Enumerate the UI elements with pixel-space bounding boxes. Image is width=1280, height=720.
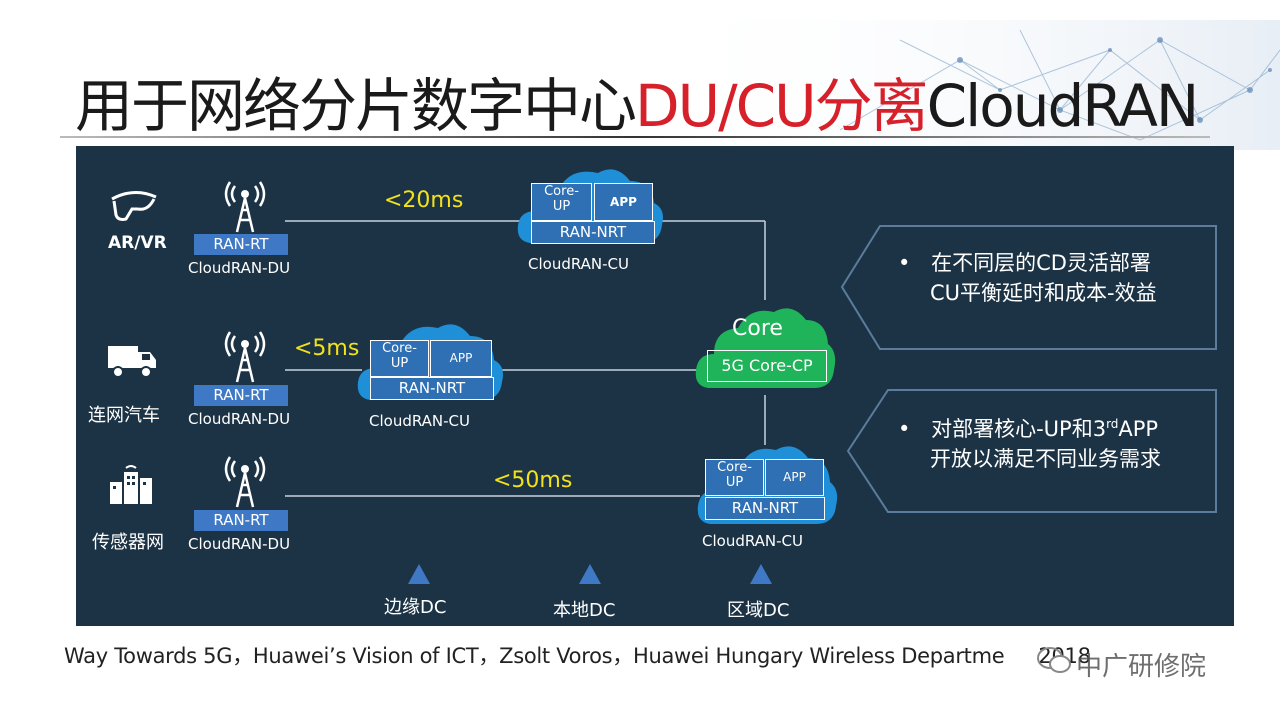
title-part2: DU/CU分离 — [635, 72, 929, 140]
latency-label: <20ms — [384, 188, 464, 213]
cu-label: CloudRAN-CU — [369, 412, 471, 430]
watermark-text: 中广研修院 — [1076, 652, 1207, 682]
latency-label: <50ms — [493, 468, 573, 493]
info-sup: rd — [1106, 417, 1119, 431]
du-label: CloudRAN-DU — [188, 259, 291, 277]
ran-nrt-box: RAN-NRT — [370, 377, 494, 400]
core-title: Core — [732, 316, 783, 341]
ran-rt-box: RAN-RT — [194, 510, 288, 531]
app-box: APP — [430, 340, 492, 377]
network-decoration — [640, 20, 1280, 150]
page-title: 用于网络分片数字中心DU/CU分离CloudRAN — [75, 68, 1200, 144]
du-label: CloudRAN-DU — [188, 535, 291, 553]
bullet: • — [898, 417, 911, 441]
info-box-2: • 对部署核心-UP和3rdAPP 开放以满足不同业务需求 — [898, 409, 1161, 474]
core-up-box: Core- UP — [370, 340, 429, 377]
ran-rt-box: RAN-RT — [194, 385, 288, 406]
core-cp-box: 5G Core-CP — [707, 350, 827, 382]
info-line: APP — [1118, 417, 1159, 441]
antenna-icon — [224, 331, 266, 383]
info-line: 开放以满足不同业务需求 — [930, 447, 1161, 471]
caption-text: Way Towards 5G，Huawei’s Vision of ICT，Zs… — [64, 644, 1005, 668]
ran-nrt-box: RAN-NRT — [705, 497, 825, 520]
ran-rt-box: RAN-RT — [194, 234, 288, 255]
dc-label-edge: 边缘DC — [384, 597, 447, 618]
vr-glasses-icon — [111, 191, 157, 221]
wechat-icon — [1036, 646, 1072, 676]
core-up-box: Core- UP — [705, 459, 764, 496]
building-sensor-icon — [110, 465, 152, 504]
title-part1: 用于网络分片数字中心 — [75, 72, 637, 140]
device-label-sensor: 传感器网 — [92, 532, 164, 553]
ran-nrt-box: RAN-NRT — [531, 221, 655, 244]
du-label: CloudRAN-DU — [188, 410, 291, 428]
app-box: APP — [765, 459, 824, 496]
info-line: CU平衡延时和成本-效益 — [930, 281, 1157, 305]
device-label-arvr: AR/VR — [108, 233, 167, 253]
antenna-icon — [224, 456, 266, 508]
dc-label-local: 本地DC — [553, 600, 616, 621]
antenna-icon — [224, 181, 266, 233]
source-caption: Way Towards 5G，Huawei’s Vision of ICT，Zs… — [64, 640, 1091, 670]
cu-label: CloudRAN-CU — [702, 532, 804, 550]
info-line: 在不同层的CD灵活部署 — [931, 251, 1151, 275]
dc-label-region: 区域DC — [727, 600, 790, 621]
truck-icon — [108, 346, 156, 378]
core-cloud-icon — [695, 308, 836, 388]
title-part3: CloudRAN — [926, 72, 1200, 140]
cu-label: CloudRAN-CU — [528, 255, 630, 273]
title-underline — [60, 136, 1210, 138]
latency-label: <5ms — [294, 336, 360, 361]
bullet: • — [898, 251, 911, 275]
core-up-box: Core- UP — [531, 183, 592, 221]
device-label-car: 连网汽车 — [88, 405, 160, 426]
app-box: APP — [594, 183, 653, 221]
info-line: 对部署核心-UP和3 — [931, 417, 1107, 441]
info-box-1: • 在不同层的CD灵活部署 CU平衡延时和成本-效益 — [898, 248, 1157, 308]
